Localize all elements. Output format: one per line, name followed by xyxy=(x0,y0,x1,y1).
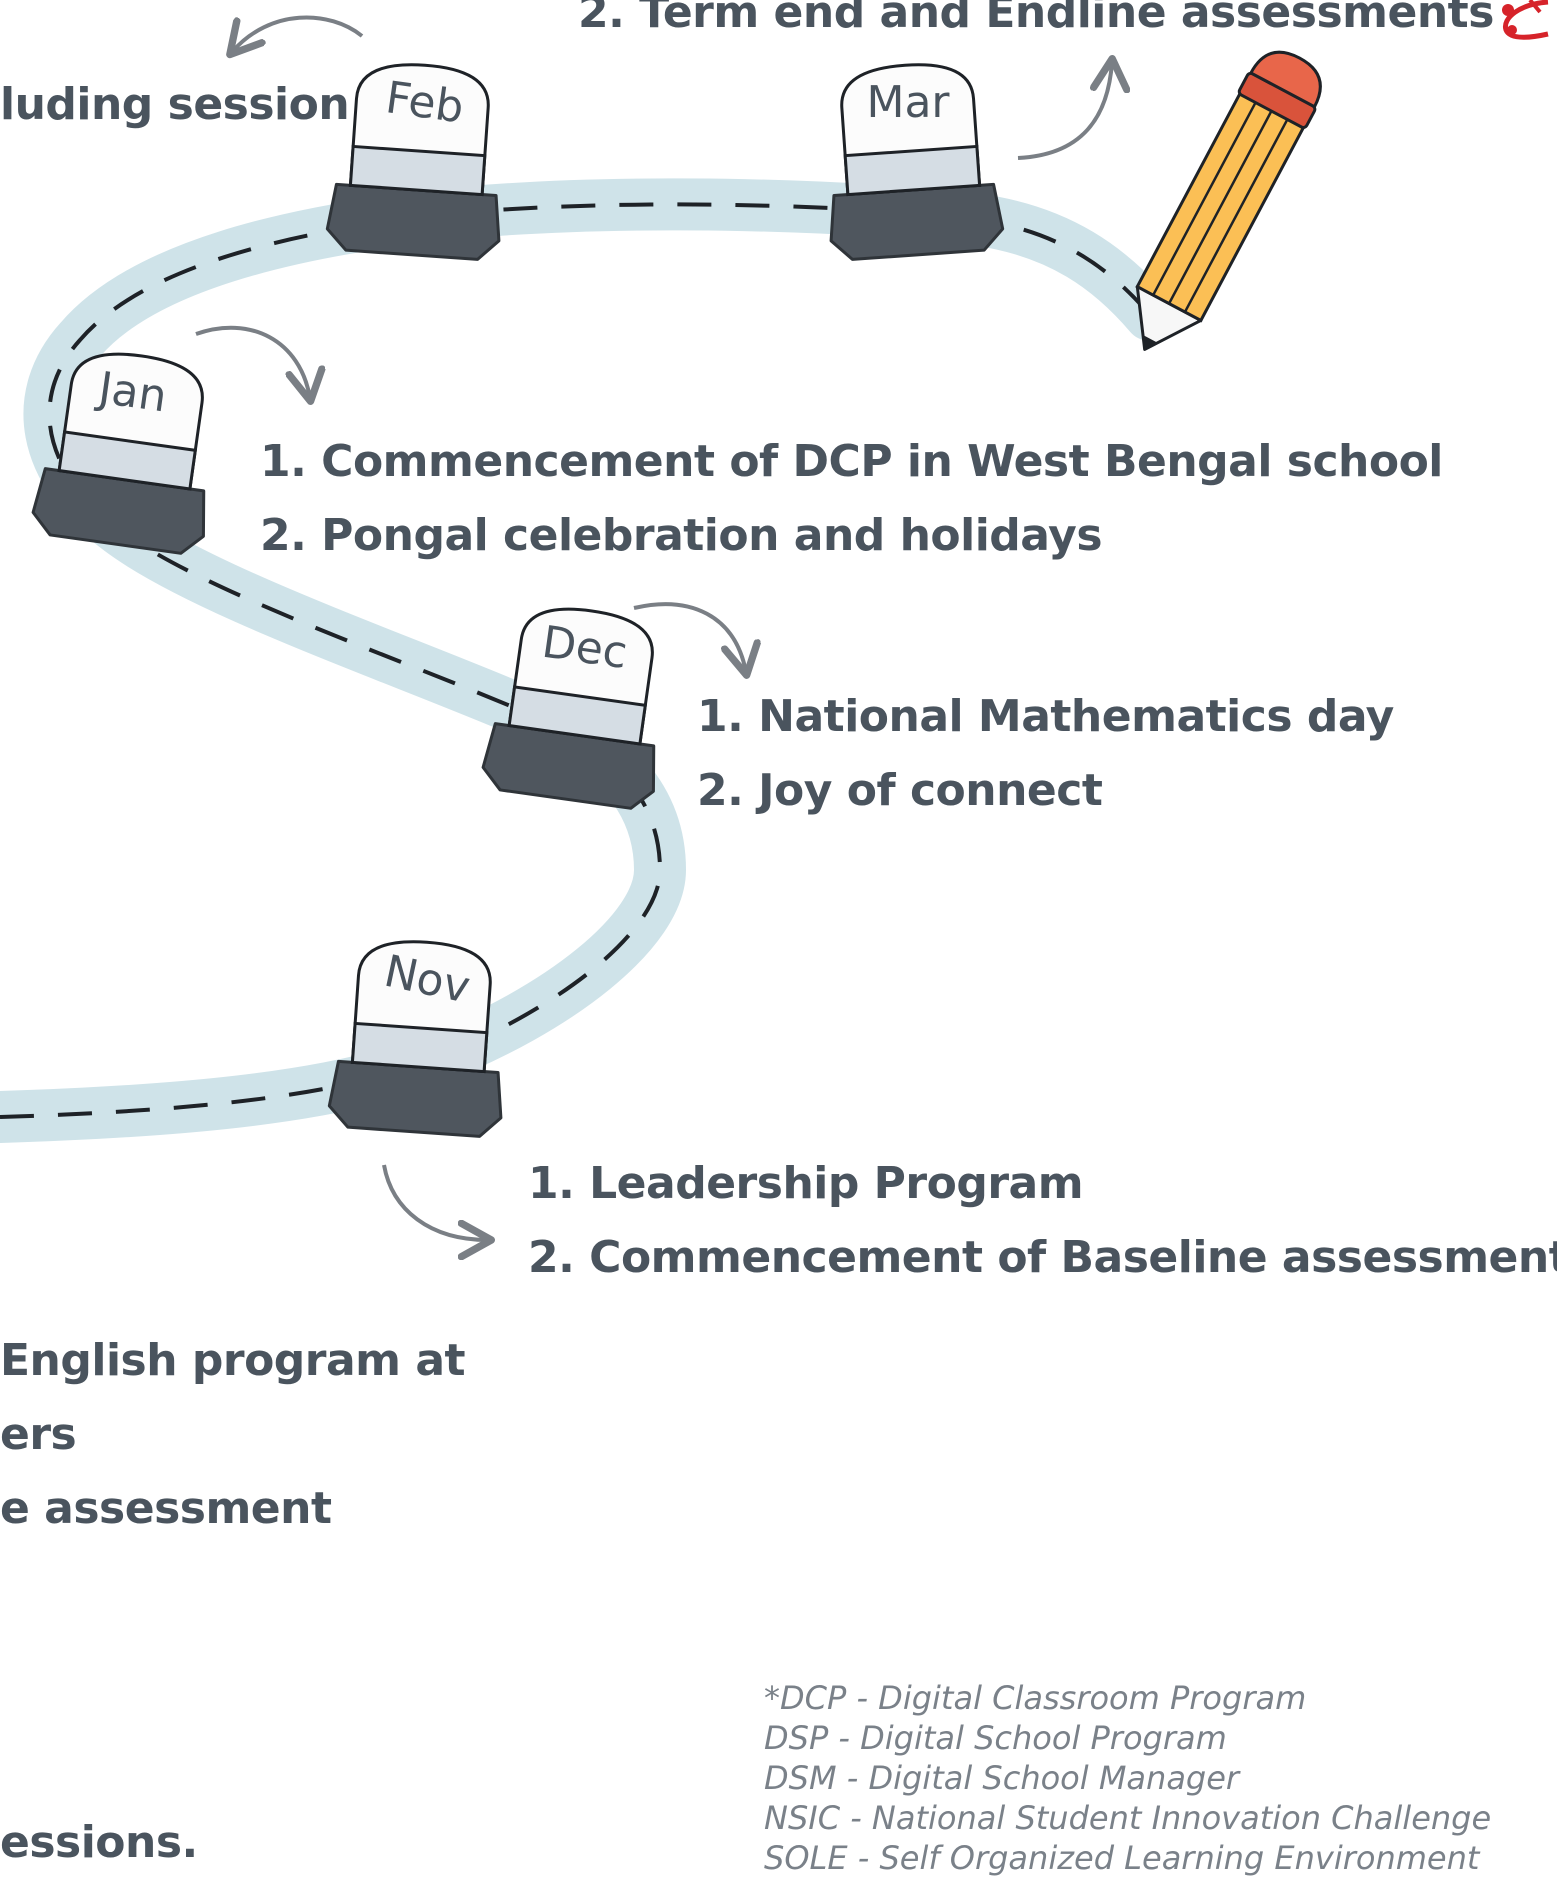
jan-event-1: 1. Commencement of DCP in West Bengal sc… xyxy=(260,436,1443,487)
nov-event-2: 2. Commencement of Baseline assessment xyxy=(528,1232,1557,1283)
dec-event-1: 1. National Mathematics day xyxy=(697,691,1394,742)
logo-icon xyxy=(1502,0,1549,40)
mar-event-2: 2. Term end and Endline assessments xyxy=(578,0,1494,38)
month-label-dec: Dec xyxy=(539,617,630,679)
glossary-item: *DCP - Digital Classroom Program xyxy=(764,1679,1307,1717)
milestone-feb: Feb xyxy=(325,63,501,261)
glossary-item: DSM - Digital School Manager xyxy=(764,1759,1240,1797)
abbreviation-glossary: *DCP - Digital Classroom Program DSP - D… xyxy=(764,1678,1491,1878)
jan-event-2: 2. Pongal celebration and holidays xyxy=(260,510,1103,561)
milestone-jan: Jan xyxy=(31,352,206,555)
oct-event-fragment-3: e assessment xyxy=(0,1483,332,1534)
curved-arrow-icon xyxy=(195,325,310,398)
curved-arrow-icon xyxy=(1017,62,1112,160)
month-label-jan: Jan xyxy=(93,362,170,422)
dec-event-2: 2. Joy of connect xyxy=(697,765,1103,816)
pencil-icon xyxy=(1135,50,1322,351)
glossary-item: DSP - Digital School Program xyxy=(764,1719,1227,1757)
milestone-mar: Mar xyxy=(829,63,1005,261)
nov-event-1: 1. Leadership Program xyxy=(528,1158,1084,1209)
milestone-nov: Nov xyxy=(327,940,503,1138)
oct-event-fragment-1: English program at xyxy=(0,1335,466,1386)
feb-event-fragment: luding session xyxy=(0,79,350,130)
curved-arrow-icon xyxy=(633,602,746,672)
month-label-feb: Feb xyxy=(383,72,467,133)
curved-arrow-icon xyxy=(382,1164,488,1240)
month-label-mar: Mar xyxy=(866,77,950,128)
glossary-item: NSIC - National Student Innovation Chall… xyxy=(764,1799,1492,1837)
glossary-item: SOLE - Self Organized Learning Environme… xyxy=(764,1839,1480,1877)
bottom-fragment: essions. xyxy=(0,1817,198,1868)
curved-arrow-icon xyxy=(232,15,364,52)
milestone-dec: Dec xyxy=(481,607,656,810)
oct-event-fragment-2: ers xyxy=(0,1409,77,1460)
